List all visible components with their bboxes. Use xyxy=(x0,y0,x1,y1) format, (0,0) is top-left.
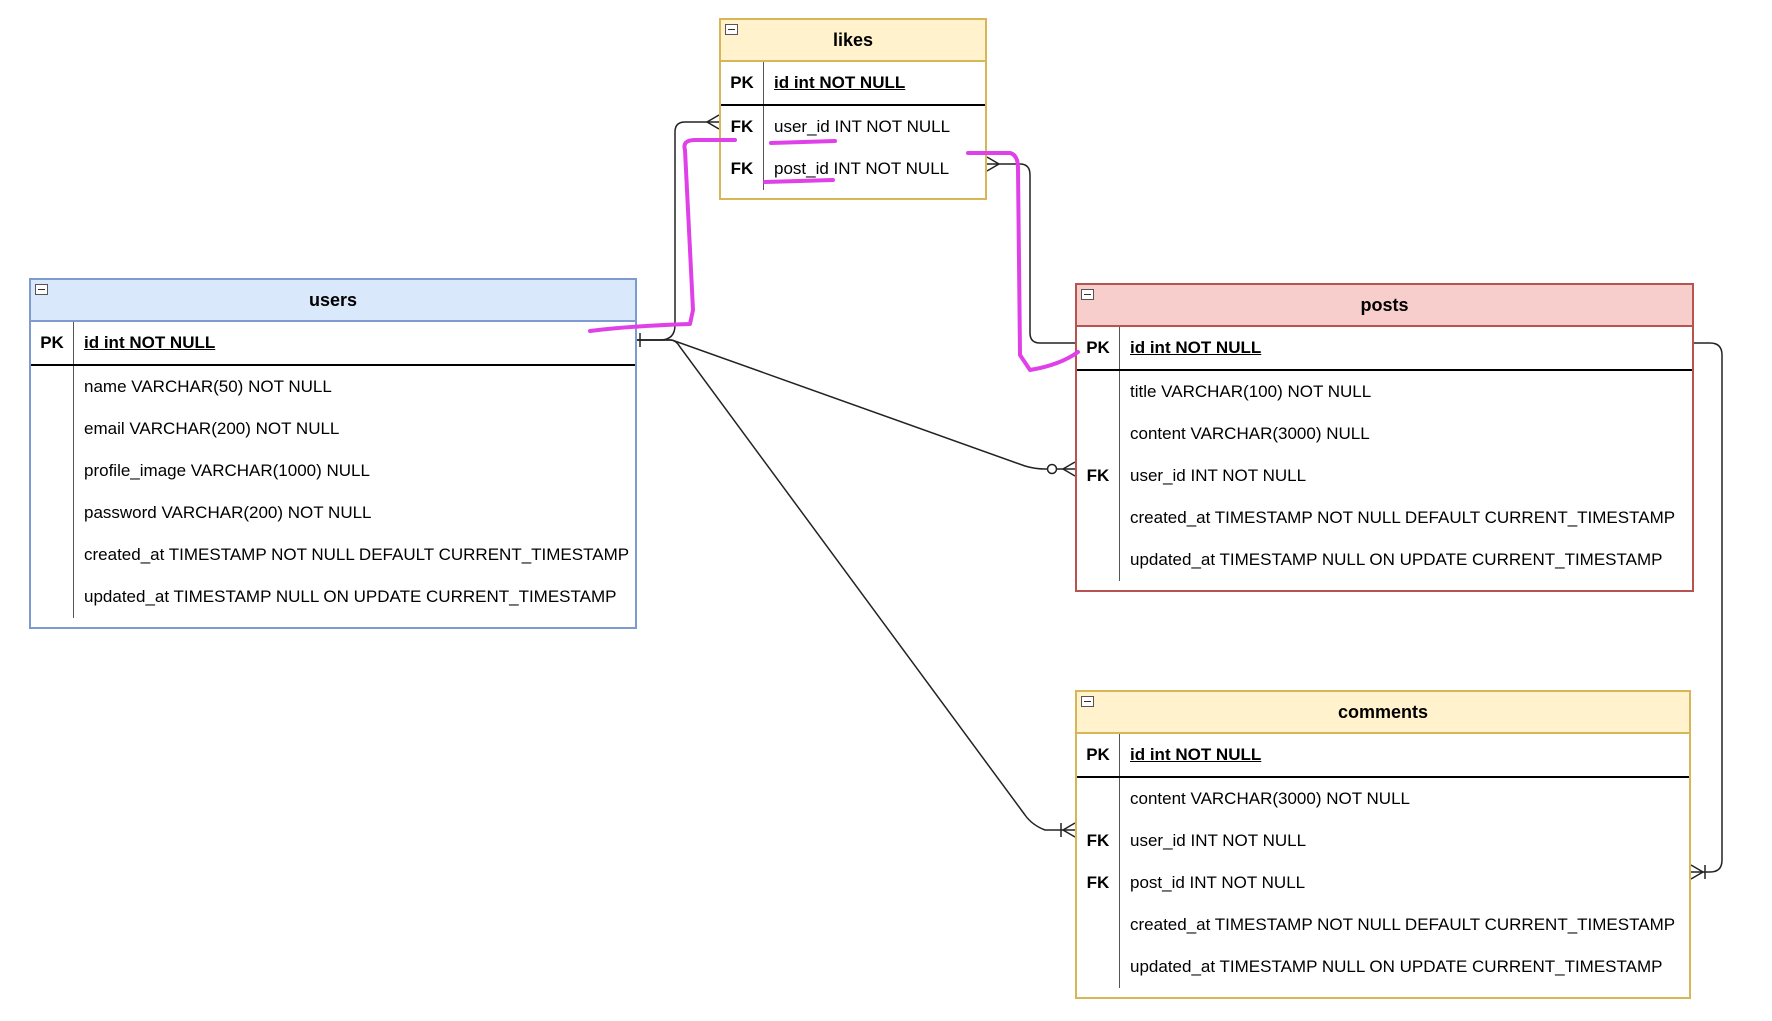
entity-posts[interactable]: posts PK id int NOT NULL title VARCHAR(1… xyxy=(1075,283,1694,592)
field-label: name VARCHAR(50) NOT NULL xyxy=(84,377,332,396)
comments-row-post-id[interactable]: FK post_id INT NOT NULL xyxy=(1077,862,1689,904)
connector-users-posts[interactable] xyxy=(637,339,1075,470)
key-label: PK xyxy=(1077,734,1120,776)
field-label: user_id INT NOT NULL xyxy=(1130,831,1307,850)
field-label: password VARCHAR(200) NOT NULL xyxy=(84,503,372,522)
posts-row-updated-at[interactable]: updated_at TIMESTAMP NULL ON UPDATE CURR… xyxy=(1077,539,1692,581)
crowfoot-likes-user-id xyxy=(706,114,720,130)
collapse-icon[interactable] xyxy=(725,24,738,35)
key-label xyxy=(1077,371,1120,413)
users-row-email[interactable]: email VARCHAR(200) NOT NULL xyxy=(31,408,635,450)
key-label: FK xyxy=(721,148,764,190)
field-label: id int NOT NULL xyxy=(774,73,906,92)
field-label: id int NOT NULL xyxy=(1130,745,1262,764)
comments-row-updated-at[interactable]: updated_at TIMESTAMP NULL ON UPDATE CURR… xyxy=(1077,946,1689,988)
connector-posts-likes[interactable] xyxy=(987,163,1075,344)
comments-row-created-at[interactable]: created_at TIMESTAMP NOT NULL DEFAULT CU… xyxy=(1077,904,1689,946)
field-label: email VARCHAR(200) NOT NULL xyxy=(84,419,340,438)
field-label: post_id INT NOT NULL xyxy=(1130,873,1306,892)
key-label xyxy=(1077,904,1120,946)
likes-row-id[interactable]: PK id int NOT NULL xyxy=(721,62,985,106)
key-label: FK xyxy=(721,106,764,148)
key-label xyxy=(31,408,74,450)
key-label xyxy=(1077,946,1120,988)
crowfoot-comments-post-id xyxy=(1690,864,1706,880)
key-label: FK xyxy=(1077,862,1120,904)
connector-users-likes[interactable] xyxy=(637,121,719,341)
key-label xyxy=(1077,778,1120,820)
field-label: user_id INT NOT NULL xyxy=(774,117,951,136)
key-label xyxy=(31,366,74,408)
comments-row-user-id[interactable]: FK user_id INT NOT NULL xyxy=(1077,820,1689,862)
field-label: post_id INT NOT NULL xyxy=(774,159,950,178)
entity-comments-header[interactable]: comments xyxy=(1077,692,1689,734)
key-label xyxy=(1077,539,1120,581)
field-label: created_at TIMESTAMP NOT NULL DEFAULT CU… xyxy=(84,545,630,564)
connector-posts-comments[interactable] xyxy=(1691,342,1723,873)
users-row-name[interactable]: name VARCHAR(50) NOT NULL xyxy=(31,366,635,408)
posts-row-created-at[interactable]: created_at TIMESTAMP NOT NULL DEFAULT CU… xyxy=(1077,497,1692,539)
collapse-icon[interactable] xyxy=(1081,696,1094,707)
comments-row-id[interactable]: PK id int NOT NULL xyxy=(1077,734,1689,778)
field-label: updated_at TIMESTAMP NULL ON UPDATE CURR… xyxy=(1130,957,1663,976)
users-row-created-at[interactable]: created_at TIMESTAMP NOT NULL DEFAULT CU… xyxy=(31,534,635,576)
field-label: updated_at TIMESTAMP NULL ON UPDATE CURR… xyxy=(84,587,617,606)
field-label: content VARCHAR(3000) NULL xyxy=(1130,424,1370,443)
key-label xyxy=(31,534,74,576)
collapse-icon[interactable] xyxy=(1081,289,1094,300)
entity-comments[interactable]: comments PK id int NOT NULL content VARC… xyxy=(1075,690,1691,999)
field-label: id int NOT NULL xyxy=(84,333,216,352)
key-label: PK xyxy=(721,62,764,104)
key-label xyxy=(31,492,74,534)
posts-row-id[interactable]: PK id int NOT NULL xyxy=(1077,327,1692,371)
likes-row-user-id[interactable]: FK user_id INT NOT NULL xyxy=(721,106,985,148)
users-row-profile-image[interactable]: profile_image VARCHAR(1000) NULL xyxy=(31,450,635,492)
users-row-id[interactable]: PK id int NOT NULL xyxy=(31,322,635,366)
crowfoot-comments-user-id xyxy=(1060,822,1076,838)
field-label: title VARCHAR(100) NOT NULL xyxy=(1130,382,1372,401)
key-label: FK xyxy=(1077,820,1120,862)
field-label: user_id INT NOT NULL xyxy=(1130,466,1307,485)
entity-likes-title: likes xyxy=(832,29,874,50)
key-label xyxy=(1077,497,1120,539)
key-label: FK xyxy=(1077,455,1120,497)
key-label: PK xyxy=(1077,327,1120,369)
field-label: updated_at TIMESTAMP NULL ON UPDATE CURR… xyxy=(1130,550,1663,569)
comments-row-content[interactable]: content VARCHAR(3000) NOT NULL xyxy=(1077,778,1689,820)
entity-posts-header[interactable]: posts xyxy=(1077,285,1692,327)
posts-row-title[interactable]: title VARCHAR(100) NOT NULL xyxy=(1077,371,1692,413)
key-label xyxy=(31,576,74,618)
entity-users-title: users xyxy=(308,289,358,310)
key-label: PK xyxy=(31,322,74,364)
entity-likes-header[interactable]: likes xyxy=(721,20,985,62)
collapse-icon[interactable] xyxy=(35,284,48,295)
entity-users[interactable]: users PK id int NOT NULL name VARCHAR(50… xyxy=(29,278,637,629)
connector-users-comments[interactable] xyxy=(637,339,1075,831)
entity-comments-title: comments xyxy=(1337,701,1429,722)
users-row-password[interactable]: password VARCHAR(200) NOT NULL xyxy=(31,492,635,534)
field-label: profile_image VARCHAR(1000) NULL xyxy=(84,461,370,480)
field-label: content VARCHAR(3000) NOT NULL xyxy=(1130,789,1410,808)
field-label: created_at TIMESTAMP NOT NULL DEFAULT CU… xyxy=(1130,508,1676,527)
entity-likes[interactable]: likes PK id int NOT NULL FK user_id INT … xyxy=(719,18,987,200)
crowfoot-posts-user-id xyxy=(1062,461,1076,477)
key-label xyxy=(31,450,74,492)
field-label: id int NOT NULL xyxy=(1130,338,1262,357)
entity-users-header[interactable]: users xyxy=(31,280,635,322)
posts-row-content[interactable]: content VARCHAR(3000) NULL xyxy=(1077,413,1692,455)
key-label xyxy=(1077,413,1120,455)
users-row-updated-at[interactable]: updated_at TIMESTAMP NULL ON UPDATE CURR… xyxy=(31,576,635,618)
entity-posts-title: posts xyxy=(1360,294,1409,315)
likes-row-post-id[interactable]: FK post_id INT NOT NULL xyxy=(721,148,985,190)
posts-row-user-id[interactable]: FK user_id INT NOT NULL xyxy=(1077,455,1692,497)
field-label: created_at TIMESTAMP NOT NULL DEFAULT CU… xyxy=(1130,915,1676,934)
